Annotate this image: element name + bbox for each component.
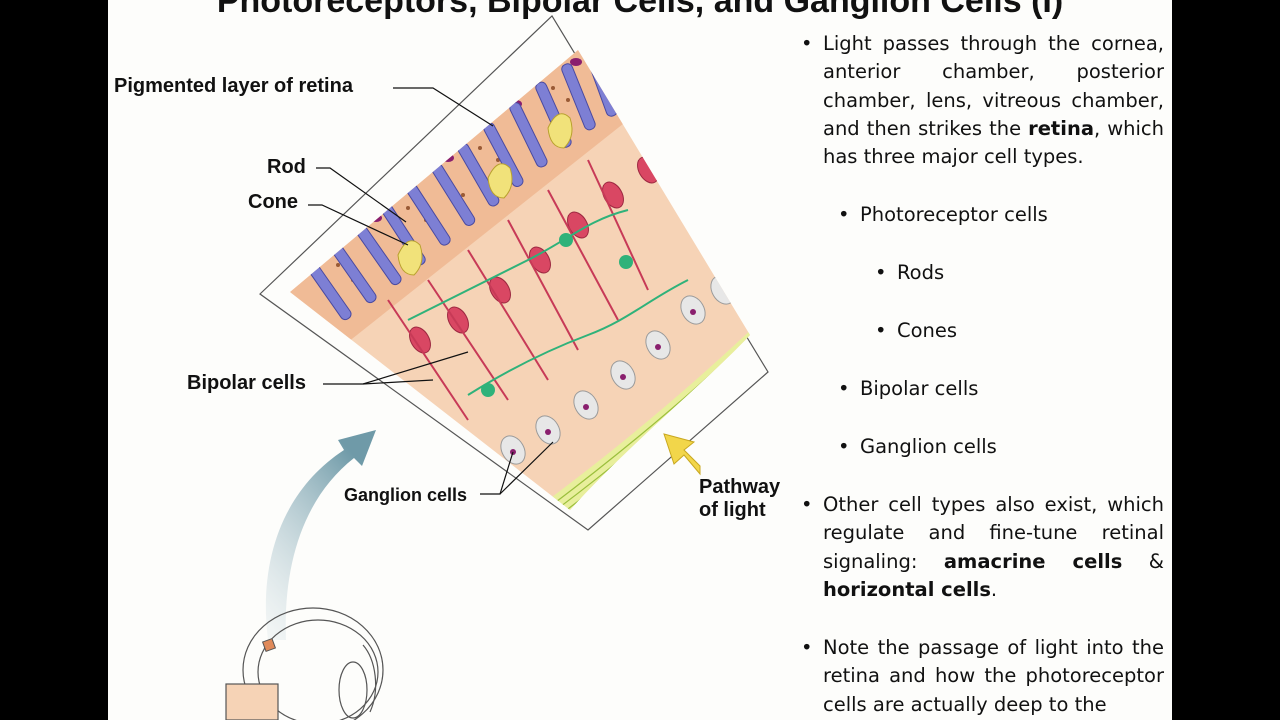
retina-illustration: [225, 15, 769, 720]
label-leader-lines: [308, 87, 554, 495]
bullet-other-cell-types: •Other cell types also exist, which regu…: [801, 493, 1165, 601]
bullet-light-path: •Light passes through the cornea, anteri…: [801, 32, 1164, 169]
label-cone: Cone: [248, 191, 298, 213]
retina-section: [290, 50, 750, 510]
bullet-cones: •Cones: [875, 317, 957, 345]
eye-to-retina-arrow: [265, 430, 376, 640]
label-bipolar-cells: Bipolar cells: [187, 372, 306, 394]
bullet-rods: •Rods: [875, 259, 944, 287]
bullet-photoreceptor-cells: •Photoreceptor cells: [838, 201, 1048, 229]
retina-figure: Pigmented layer of retina Rod Cone Bipol…: [108, 0, 828, 720]
bullet-dot: •: [801, 636, 813, 659]
bullet-dot: •: [838, 203, 850, 226]
figure-frame: [259, 15, 769, 531]
label-ganglion-cells: Ganglion cells: [344, 485, 468, 505]
bullet-dot: •: [838, 435, 850, 458]
bullet-dot: •: [838, 377, 850, 400]
slide-title: Photoreceptors, Bipolar Cells, and Gangl…: [216, 0, 1064, 20]
bullet-bipolar-cells: •Bipolar cells: [838, 375, 978, 403]
label-pathway-of-light: Pathway of light: [699, 476, 780, 522]
bullet-passage-of-light: •Note the passage of light into the reti…: [801, 636, 1164, 716]
slide: Photoreceptors, Bipolar Cells, and Gangl…: [108, 0, 1172, 720]
label-pathway-line2: of light: [699, 499, 766, 521]
bullet-dot: •: [801, 493, 813, 516]
bullet-ganglion-cells: •Ganglion cells: [838, 433, 997, 461]
pathway-arrow: [663, 433, 701, 476]
eye-sketch: [242, 607, 384, 720]
bullet-dot: •: [801, 32, 813, 55]
bullet-dot: •: [875, 261, 887, 284]
bullet-dot: •: [875, 319, 887, 342]
eye-inset-marker: [261, 637, 277, 653]
eye-crosssection-box: [225, 683, 279, 720]
label-pigmented-layer: Pigmented layer of retina: [114, 75, 353, 97]
label-rod: Rod: [267, 156, 306, 178]
label-pathway-line1: Pathway: [699, 476, 781, 498]
